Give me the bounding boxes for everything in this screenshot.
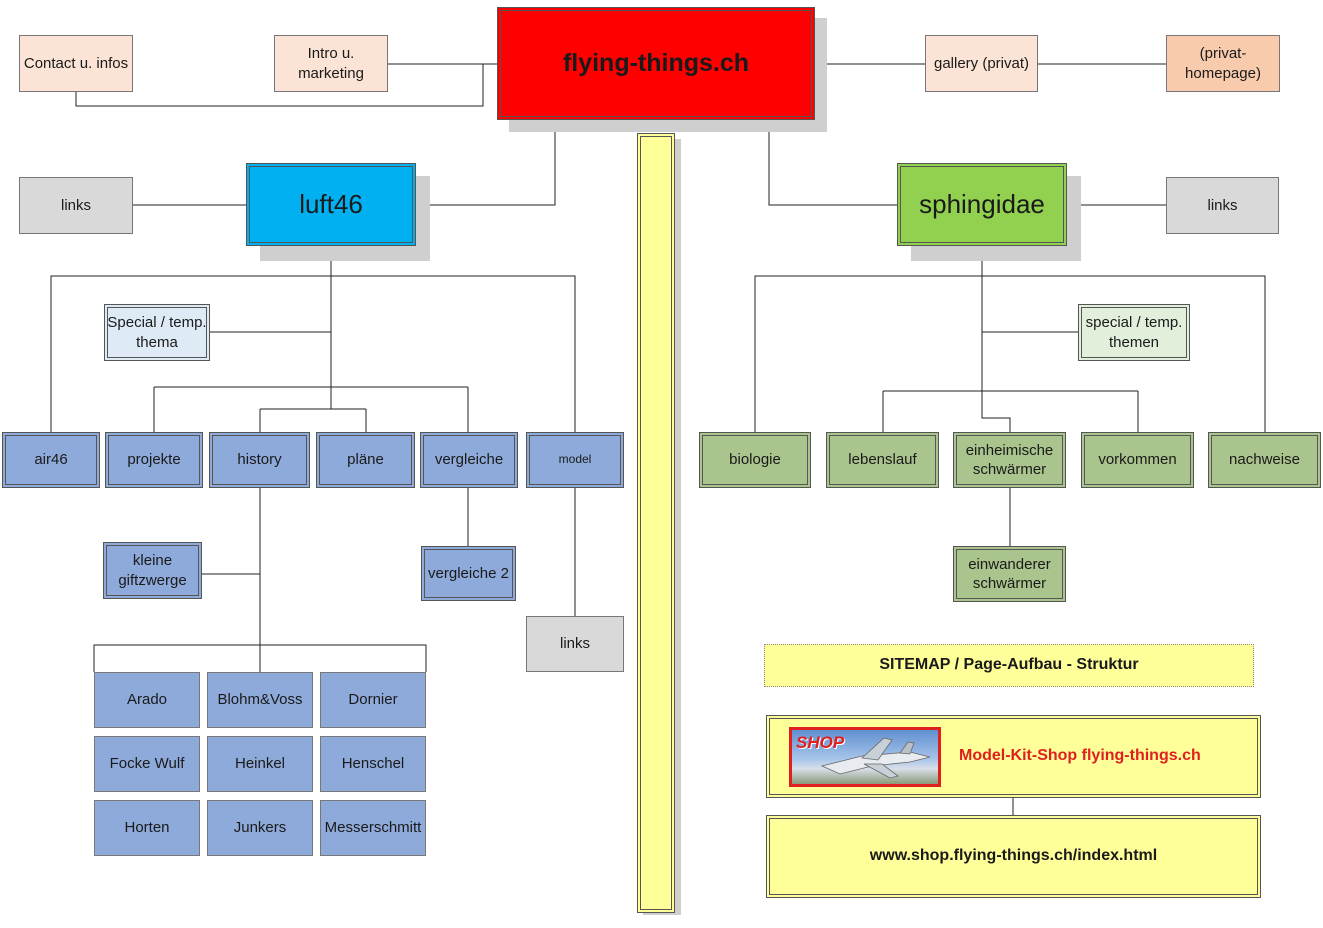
air46-label: air46 — [34, 451, 68, 469]
biologie-label: biologie — [729, 451, 781, 469]
manufacturer-box[interactable]: Henschel — [320, 736, 426, 792]
einwanderer-label: einwanderer schwärmer — [968, 555, 1051, 593]
manufacturer-label: Heinkel — [234, 755, 286, 773]
shop-banner[interactable]: SHOP Model-Kit-Shop flying-things.ch — [766, 715, 1261, 798]
sphingidae-node[interactable]: sphingidae — [897, 163, 1067, 246]
manufacturer-label: Henschel — [341, 755, 405, 773]
luft46-special-node[interactable]: Special / temp. thema — [104, 304, 210, 361]
root-label: flying-things.ch — [562, 49, 750, 78]
manufacturer-box[interactable]: Focke Wulf — [94, 736, 200, 792]
intro-node[interactable]: Intro u. marketing — [274, 35, 388, 92]
luft46-links-node[interactable]: links — [19, 177, 133, 234]
plaene-label: pläne — [347, 451, 384, 469]
gallery-label: gallery (privat) — [933, 54, 1030, 72]
model-links-node[interactable]: links — [526, 616, 624, 672]
manufacturer-label: Horten — [124, 819, 170, 837]
model-node[interactable]: model — [526, 432, 624, 488]
manufacturer-box[interactable]: Blohm&Voss — [207, 672, 313, 728]
plaene-node[interactable]: pläne — [316, 432, 415, 488]
manufacturer-box[interactable]: Heinkel — [207, 736, 313, 792]
einheimische-label: einheimische schwärmer — [965, 441, 1054, 479]
sitemap-title: SITEMAP / Page-Aufbau - Struktur — [879, 656, 1139, 674]
vorkommen-label: vorkommen — [1098, 451, 1177, 469]
jet-icon — [820, 737, 931, 778]
sphingidae-links-node[interactable]: links — [1166, 177, 1279, 234]
luft46-links-label: links — [60, 196, 91, 214]
einwanderer-node[interactable]: einwanderer schwärmer — [953, 546, 1066, 602]
manufacturer-label: Junkers — [233, 819, 287, 837]
private-homepage-label: (privat-homepage) — [1185, 45, 1261, 82]
shop-logo-text: SHOP — [796, 732, 845, 752]
sitemap-title-box: SITEMAP / Page-Aufbau - Struktur — [764, 644, 1254, 687]
luft46-label: luft46 — [299, 188, 363, 219]
vergleiche2-label: vergleiche 2 — [428, 564, 509, 582]
manufacturer-box[interactable]: Dornier — [320, 672, 426, 728]
luft46-special-label: Special / temp. thema — [107, 314, 207, 351]
intro-label: Intro u. marketing — [298, 45, 364, 82]
root-node[interactable]: flying-things.ch — [497, 7, 815, 120]
private-homepage-node[interactable]: (privat-homepage) — [1166, 35, 1280, 92]
einheimische-node[interactable]: einheimische schwärmer — [953, 432, 1066, 488]
biologie-node[interactable]: biologie — [699, 432, 811, 488]
gallery-node[interactable]: gallery (privat) — [925, 35, 1038, 92]
contact-label: Contact u. infos — [23, 54, 129, 72]
vergleiche-node[interactable]: vergleiche — [420, 432, 518, 488]
vertical-divider-bar — [637, 133, 675, 913]
shop-logo[interactable]: SHOP — [789, 726, 941, 787]
projekte-node[interactable]: projekte — [105, 432, 203, 488]
lebenslauf-node[interactable]: lebenslauf — [826, 432, 939, 488]
vergleiche-label: vergleiche — [434, 451, 504, 469]
luft46-node[interactable]: luft46 — [246, 163, 416, 246]
lebenslauf-label: lebenslauf — [848, 451, 917, 469]
shop-url-box[interactable]: www.shop.flying-things.ch/index.html — [766, 815, 1261, 898]
vorkommen-node[interactable]: vorkommen — [1081, 432, 1194, 488]
manufacturer-label: Blohm&Voss — [217, 691, 303, 709]
giftzwerge-node[interactable]: kleine giftzwerge — [103, 542, 202, 599]
model-label: model — [558, 452, 592, 467]
nachweise-label: nachweise — [1229, 451, 1300, 469]
manufacturer-label: Dornier — [348, 691, 398, 709]
sphingidae-links-label: links — [1207, 196, 1238, 214]
projekte-label: projekte — [127, 451, 181, 469]
manufacturer-box[interactable]: Arado — [94, 672, 200, 728]
sphingidae-label: sphingidae — [919, 188, 1045, 219]
manufacturer-box[interactable]: Junkers — [207, 800, 313, 856]
contact-node[interactable]: Contact u. infos — [19, 35, 133, 92]
model-links-label: links — [559, 635, 590, 653]
vergleiche2-node[interactable]: vergleiche 2 — [421, 546, 516, 601]
history-label: history — [237, 451, 282, 469]
manufacturer-label: Arado — [126, 691, 168, 709]
manufacturer-box[interactable]: Messerschmitt — [320, 800, 426, 856]
manufacturer-label: Messerschmitt — [324, 819, 422, 837]
manufacturer-box[interactable]: Horten — [94, 800, 200, 856]
shop-title[interactable]: Model-Kit-Shop flying-things.ch — [959, 747, 1201, 765]
shop-url[interactable]: www.shop.flying-things.ch/index.html — [869, 847, 1158, 865]
sphingidae-special-label: special / temp. themen — [1085, 314, 1183, 351]
air46-node[interactable]: air46 — [2, 432, 100, 488]
sphingidae-special-node[interactable]: special / temp. themen — [1078, 304, 1190, 361]
history-node[interactable]: history — [209, 432, 310, 488]
giftzwerge-label: kleine giftzwerge — [118, 552, 187, 589]
nachweise-node[interactable]: nachweise — [1208, 432, 1321, 488]
manufacturer-label: Focke Wulf — [109, 755, 185, 773]
